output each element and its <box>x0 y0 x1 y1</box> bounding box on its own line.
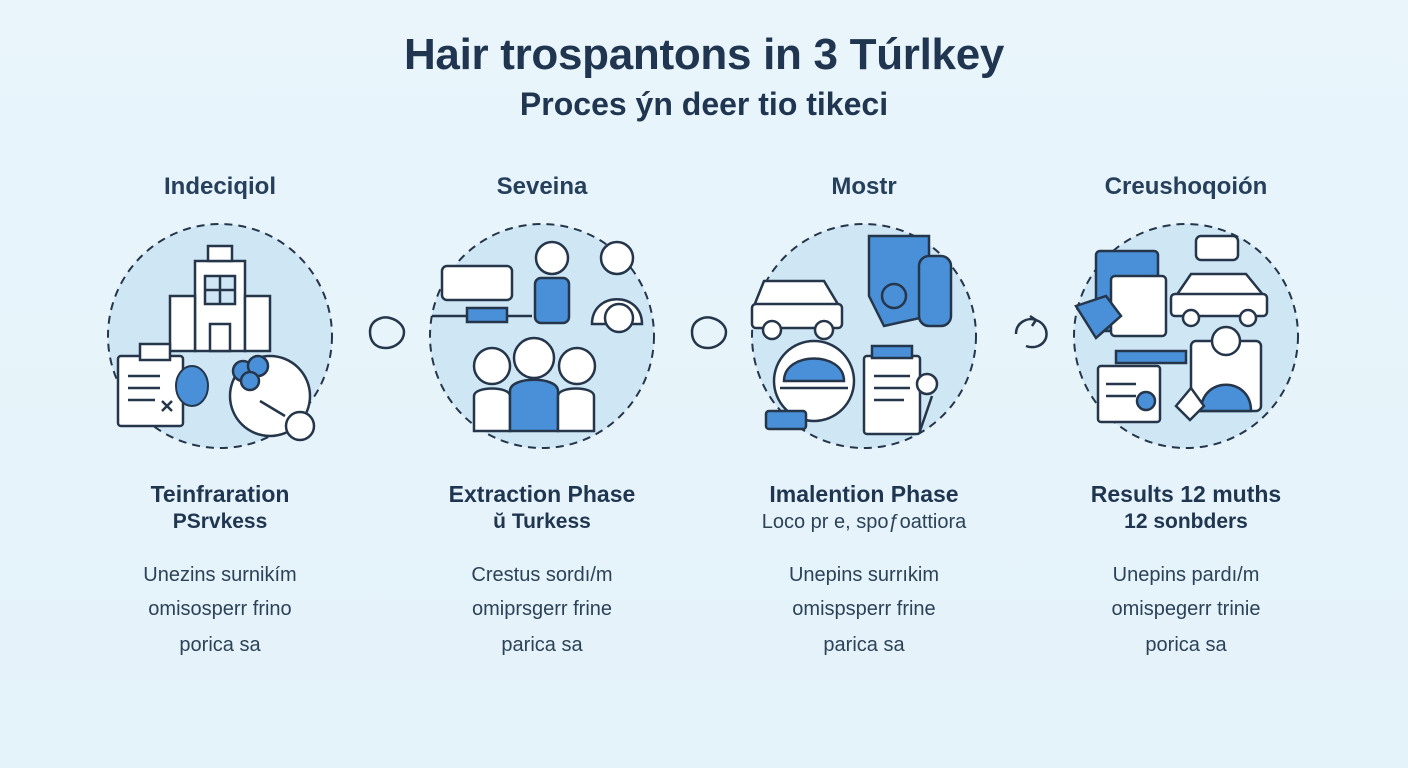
connector-arrow-icon <box>690 316 728 350</box>
description-line: Unepins pardı/m <box>1112 564 1260 586</box>
description-line: porica sa <box>179 634 261 656</box>
phase-title: Imalention Phase <box>769 481 959 507</box>
patient-icon <box>590 240 644 334</box>
description-line: Unepins surrıkim <box>788 564 940 586</box>
phase-title: Teinfraration <box>150 481 290 507</box>
face-profile-icon <box>867 234 931 328</box>
doctor-icon <box>1174 325 1263 422</box>
document-stack-icon <box>1074 249 1168 340</box>
phase-subtitle: 12 sonbders <box>1124 510 1248 533</box>
document-icon <box>116 342 185 428</box>
step-1: Indeciqiol <box>70 170 370 662</box>
description-line: parica sa <box>823 634 905 656</box>
medical-team-icon <box>472 336 597 433</box>
virus-icon <box>175 365 209 407</box>
step-description: Unepins pardı/m omispegerr trinie porica… <box>1036 558 1336 662</box>
description-line: omispegerr trinie <box>1111 598 1261 620</box>
doctor-icon <box>533 240 571 325</box>
phase-title: Extraction Phase <box>448 481 636 507</box>
step-circle <box>744 216 984 456</box>
step-label: Mostr <box>831 173 897 200</box>
description-line: omispsperr frine <box>792 598 936 620</box>
diagram-icon <box>228 354 316 442</box>
report-icon <box>862 344 939 436</box>
description-line: omiprsgerr frine <box>471 598 613 620</box>
connector-arrow-icon <box>1014 314 1048 349</box>
description-line: omisosperr frino <box>148 598 292 620</box>
step-description: Unezins surnikím omisosperr frino porica… <box>70 558 370 662</box>
certificate-icon <box>1096 349 1188 424</box>
step-description: Crestus sordı/m omiprsgerr frine parica … <box>392 558 692 662</box>
page-subtitle: Proces ýn deer tio tikeci <box>519 86 889 122</box>
car-icon <box>750 279 844 341</box>
step-label: Creushoqoión <box>1104 173 1268 200</box>
connector-arrow-icon <box>368 316 406 350</box>
step-4: Creushoqoión <box>1036 170 1336 662</box>
hospital-building-icon <box>168 244 272 353</box>
step-circle <box>422 216 662 456</box>
phase-title: Results 12 muths <box>1090 481 1282 507</box>
speech-bubble-icon <box>432 264 532 324</box>
page-title: Hair trospantons in 3 Túrlkey <box>403 30 1005 79</box>
step-label: Indeciqiol <box>163 173 276 200</box>
step-circle <box>100 216 340 456</box>
phase-subtitle: PSrvkess <box>172 510 268 533</box>
dome-icon <box>764 339 856 431</box>
step-description: Unepins surrıkim omispsperr frine parica… <box>714 558 1014 662</box>
hand-icon <box>917 254 953 328</box>
description-line: parica sa <box>501 634 583 656</box>
step-2: Seveina <box>392 170 692 662</box>
description-line: porica sa <box>1145 634 1227 656</box>
phase-subtitle: Loco pr e, spoƒoattiora <box>761 511 967 533</box>
car-icon <box>1169 234 1269 328</box>
step-circle <box>1066 216 1306 456</box>
step-3: Mostr <box>714 170 1014 662</box>
description-line: Unezins surnikím <box>143 564 297 586</box>
step-label: Seveina <box>496 173 588 200</box>
description-line: Crestus sordı/m <box>471 564 613 586</box>
phase-subtitle: ŭ Turkess <box>493 510 591 533</box>
